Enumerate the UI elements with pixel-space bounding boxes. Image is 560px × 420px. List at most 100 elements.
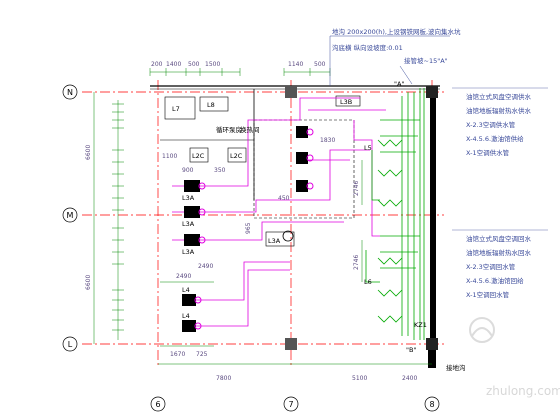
label-l3a-4: L3A: [268, 237, 281, 245]
axis-bubbles: [62, 84, 440, 412]
axis-label-l: L: [68, 340, 73, 349]
top-ticks: [149, 68, 331, 76]
watermark-text: zhulong.com: [486, 384, 560, 398]
magenta-lower-2: [186, 269, 290, 327]
unit-l3a-3: [184, 234, 206, 246]
axis-label-6: 6: [155, 400, 160, 409]
room-label-pump: 循环泵房: [216, 125, 242, 134]
dim-bottom-5100: 5100: [352, 375, 367, 382]
axis-bubble-6: [150, 396, 166, 412]
green-branch-l5: [371, 150, 380, 201]
dim-top-500b: 500: [314, 61, 326, 68]
dim-2490: 2490: [176, 273, 191, 280]
label-l8: L8: [207, 101, 215, 109]
bottom-right-note: 接地沟: [446, 363, 466, 372]
column-7-l: [285, 338, 297, 350]
dimension-tick-rows: [112, 68, 331, 331]
axis-label-7: 7: [288, 400, 293, 409]
label-l3a-1: L3A: [182, 194, 195, 202]
mech-room-frame: [253, 119, 355, 219]
structure: [150, 85, 440, 368]
dimension-text: 200 1400 500 1500 1140 500 6600 6600 780…: [85, 61, 417, 382]
label-l5: L5: [364, 144, 372, 152]
note-slope: 沟底横 纵向设坡度:0.01: [332, 43, 403, 52]
legend-top-5: X-1空调供水管: [466, 148, 510, 157]
terminal-units: [182, 126, 314, 332]
axis-bubble-8: [424, 396, 440, 412]
axis-label-m: M: [67, 211, 74, 220]
dim-left-6600-upper: 6600: [85, 145, 92, 160]
dim-top-200: 200: [151, 61, 163, 68]
legend-top-3: X-2.3空调供水管: [466, 120, 516, 129]
axis-bubble-m: [62, 207, 78, 223]
unit-l3b-box: [335, 95, 361, 107]
magenta-main-1: [172, 97, 360, 187]
note-pipe-slope: 接管坡~15"A": [404, 56, 448, 65]
dim-1670: 1670: [170, 351, 185, 358]
dim-top-1140: 1140: [288, 61, 303, 68]
unit-mech-2: [296, 152, 314, 164]
label-l2c-b: L2C: [230, 152, 243, 160]
section-mark-a: "A": [394, 80, 404, 88]
left-ticks: [112, 103, 124, 331]
legend-top-1: 油馆立式风盘空调供水: [466, 92, 532, 101]
label-l7: L7: [172, 105, 180, 113]
axis-bubble-l: [62, 336, 78, 352]
magenta-main-2: [172, 149, 370, 213]
legend-bottom-1: 油馆立式风盘空调回水: [466, 234, 532, 243]
east-wall-lower: [428, 350, 436, 368]
dim-450: 450: [278, 195, 290, 202]
label-l3b: L3B: [340, 98, 352, 106]
slope-leader: [399, 65, 413, 85]
dim-2746-b: 2746: [353, 255, 360, 270]
legend-bottom-3: X-2.3空调回水管: [466, 262, 516, 271]
dim-350: 350: [214, 167, 226, 174]
axis-grid: [82, 80, 444, 368]
column-8-n: [426, 86, 438, 98]
equipment-boxes: [164, 95, 361, 247]
magenta-riser-right: [353, 120, 380, 237]
section-mark-b: "B": [406, 346, 416, 354]
top-notes: 地沟 200x200(h),上设钢铁网板,波向集水坑 沟底横 纵向设坡度:0.0…: [329, 27, 461, 354]
unit-l4-1: [182, 294, 202, 306]
legend-bottom-5: X-1空调回水管: [466, 290, 510, 299]
label-l4-2: L4: [182, 312, 190, 320]
dimension-lines: [93, 71, 432, 365]
unit-l3a-room-box: [265, 231, 295, 247]
green-zig-3: [377, 199, 403, 207]
dim-bottom-2400: 2400: [402, 375, 417, 382]
green-pipes: [365, 88, 425, 340]
legend-top-4: X-4.5.6.激油馆供给: [466, 134, 524, 143]
east-wall: [430, 98, 436, 338]
green-zig-6: [377, 315, 403, 323]
magenta-pipes: [172, 97, 386, 327]
legend-bottom: 油馆立式风盘空调回水 油馆地板辐射热水回水 X-2.3空调回水管 X-4.5.6…: [452, 229, 548, 299]
unit-l3a-1: [184, 180, 206, 192]
room-label-exchange: 换热间: [240, 125, 260, 134]
label-l4-1: L4: [182, 286, 190, 294]
watermark: zhulong.com: [469, 317, 560, 398]
legend-top: 油馆立式风盘空调供水 油馆地板辐射热水供水 X-2.3空调供水管 X-4.5.6…: [452, 87, 548, 157]
dim-top-1500: 1500: [205, 61, 220, 68]
axis-label-n: N: [67, 88, 73, 97]
label-l3a-2: L3A: [182, 220, 195, 228]
column-7-n: [285, 86, 297, 98]
dim-1830: 1830: [320, 137, 335, 144]
green-zig-4: [377, 257, 403, 265]
dim-1100: 1100: [162, 153, 177, 160]
unit-l3a-2: [184, 206, 206, 218]
axis-label-8: 8: [429, 400, 434, 409]
dim-965: 965: [245, 222, 252, 234]
dim-top-1400: 1400: [166, 61, 181, 68]
unit-l2c-b-box: [227, 147, 247, 163]
magenta-lower-1: [186, 261, 290, 301]
green-zig-1: [377, 139, 403, 147]
note-trench: 地沟 200x200(h),上设钢铁网板,波向集水坑: [332, 27, 461, 36]
axis-bubble-n: [62, 84, 78, 100]
green-zig-5: [377, 289, 403, 297]
unit-mech-3: [296, 180, 314, 192]
label-kz1: KZ1: [414, 321, 427, 329]
legend-bottom-4: X-4.5.6.激油馆回给: [466, 276, 524, 285]
unit-l3a-room-circle: [282, 230, 294, 242]
